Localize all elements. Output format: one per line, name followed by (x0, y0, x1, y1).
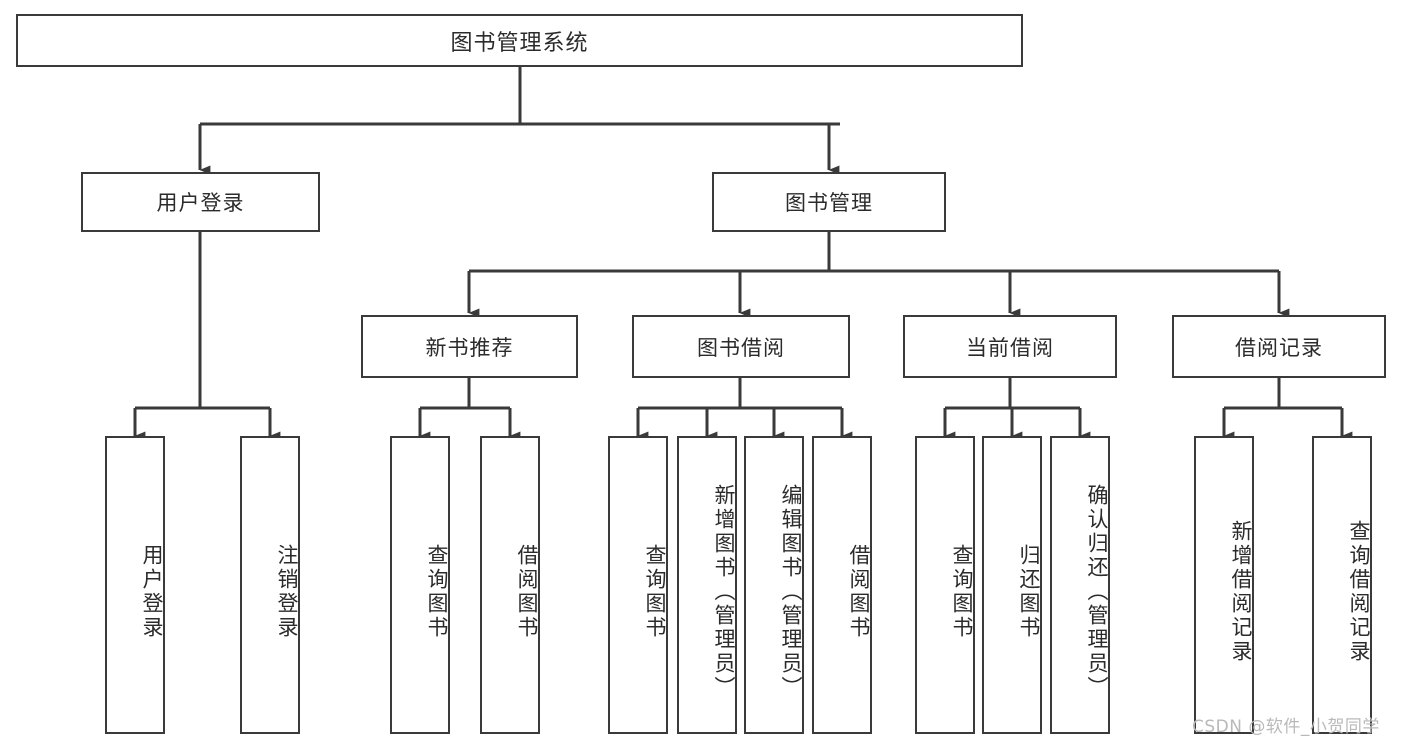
node-leaf-logout-label: 注销登录 (275, 544, 299, 640)
node-leaf-add-record-label: 新增借阅记录 (1229, 520, 1253, 664)
node-leaf-return-book[interactable]: 归还图书 (982, 436, 1042, 734)
node-leaf-query-book-3[interactable]: 查询图书 (915, 436, 975, 734)
node-leaf-borrow-book-1[interactable]: 借阅图书 (480, 436, 540, 734)
node-leaf-query-book-3-label: 查询图书 (950, 544, 974, 640)
node-leaf-borrow-book-1-label: 借阅图书 (515, 544, 539, 640)
node-leaf-add-book[interactable]: 新增图书（管理员） (677, 436, 737, 734)
node-new-book-recommend-label: 新书推荐 (425, 335, 514, 360)
node-book-borrow-label: 图书借阅 (697, 335, 785, 360)
node-leaf-query-record-label: 查询借阅记录 (1347, 520, 1371, 664)
node-leaf-edit-book[interactable]: 编辑图书（管理员） (744, 436, 804, 734)
node-root[interactable]: 图书管理系统 (16, 14, 1023, 67)
node-leaf-logout[interactable]: 注销登录 (240, 436, 300, 734)
node-leaf-edit-book-label: 编辑图书（管理员） (779, 484, 803, 700)
node-leaf-return-book-label: 归还图书 (1017, 544, 1041, 640)
node-leaf-query-book-1[interactable]: 查询图书 (390, 436, 450, 734)
node-leaf-borrow-book-2[interactable]: 借阅图书 (812, 436, 872, 734)
node-leaf-query-book-1-label: 查询图书 (425, 544, 449, 640)
node-leaf-user-login-label: 用户登录 (140, 544, 164, 640)
node-user-login[interactable]: 用户登录 (81, 172, 320, 232)
node-leaf-user-login[interactable]: 用户登录 (105, 436, 165, 734)
node-leaf-borrow-book-2-label: 借阅图书 (847, 544, 871, 640)
node-book-management-label: 图书管理 (785, 191, 873, 215)
node-user-login-label: 用户登录 (156, 191, 245, 215)
node-root-label: 图书管理系统 (450, 30, 589, 56)
node-book-borrow[interactable]: 图书借阅 (632, 315, 850, 378)
node-borrow-record-label: 借阅记录 (1235, 335, 1323, 360)
node-leaf-confirm-return-label: 确认归还（管理员） (1085, 484, 1109, 700)
node-borrow-record[interactable]: 借阅记录 (1172, 315, 1386, 378)
node-new-book-recommend[interactable]: 新书推荐 (361, 315, 578, 378)
node-current-borrow-label: 当前借阅 (966, 335, 1054, 360)
node-leaf-query-record[interactable]: 查询借阅记录 (1312, 436, 1372, 734)
node-leaf-add-record[interactable]: 新增借阅记录 (1194, 436, 1254, 734)
node-leaf-query-book-2-label: 查询图书 (643, 544, 667, 640)
node-leaf-confirm-return[interactable]: 确认归还（管理员） (1050, 436, 1110, 734)
node-leaf-query-book-2[interactable]: 查询图书 (608, 436, 668, 734)
node-book-management[interactable]: 图书管理 (712, 172, 946, 232)
node-current-borrow[interactable]: 当前借阅 (903, 315, 1117, 378)
node-leaf-add-book-label: 新增图书（管理员） (712, 484, 736, 700)
